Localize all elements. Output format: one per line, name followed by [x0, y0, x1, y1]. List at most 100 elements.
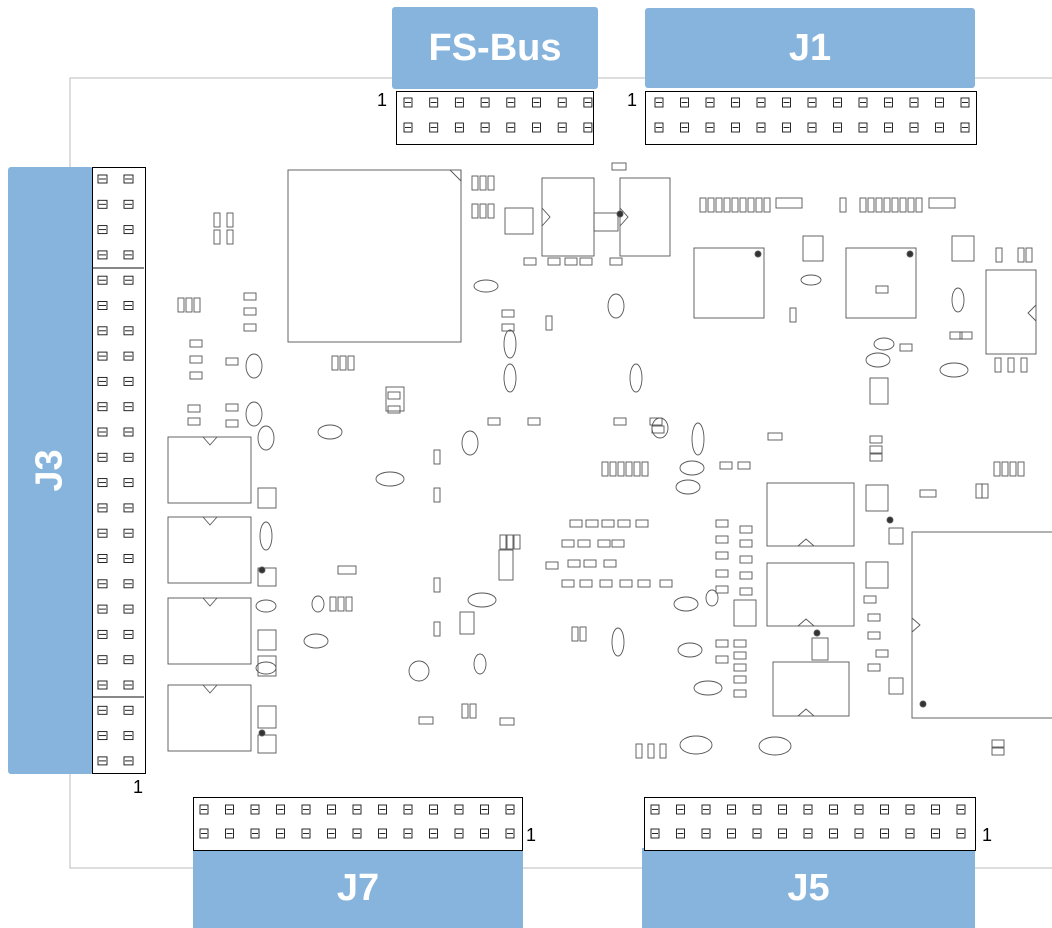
capacitor — [875, 197, 883, 213]
capacitor — [915, 197, 923, 213]
round-part — [675, 479, 701, 495]
capacitor — [739, 197, 747, 213]
smd-part — [611, 539, 625, 548]
smd-part — [243, 323, 257, 332]
j1-pin — [909, 122, 919, 133]
notch — [202, 516, 218, 526]
j7-pin — [199, 804, 209, 815]
smd-part — [867, 631, 881, 640]
smd-part — [635, 519, 649, 528]
smd-part — [225, 419, 239, 428]
j7-pin — [378, 828, 387, 839]
capacitor — [715, 197, 723, 213]
j5-pin — [752, 828, 762, 839]
smd-part — [603, 559, 617, 568]
capacitor — [433, 577, 441, 593]
components — [167, 162, 1052, 759]
j7-pin — [225, 804, 234, 815]
ic-outline — [985, 269, 1037, 355]
capacitor — [647, 743, 655, 759]
j3-pin — [123, 528, 134, 538]
smd-part — [715, 585, 729, 594]
capacitor — [461, 703, 469, 719]
smd-part — [564, 257, 578, 266]
j3-pin — [123, 376, 134, 386]
smd-part — [715, 569, 729, 578]
smd-part — [733, 675, 747, 684]
notch — [911, 617, 921, 633]
resistor — [499, 717, 515, 726]
module-outline — [167, 684, 252, 752]
j3-pin — [123, 503, 134, 513]
j7-pin — [301, 804, 311, 815]
j3-pin — [97, 402, 108, 412]
j7-pin — [454, 804, 464, 815]
capacitor — [193, 297, 201, 313]
smd-part — [189, 371, 203, 380]
ic-outline — [772, 661, 850, 717]
smd-part — [733, 639, 747, 648]
j3-pin — [97, 351, 108, 361]
smd-part — [715, 655, 729, 664]
round-part — [691, 422, 705, 456]
notch — [797, 618, 815, 627]
capacitor — [993, 461, 1001, 477]
capacitor — [891, 197, 899, 213]
j7-pin — [327, 828, 336, 839]
capacitor — [177, 297, 185, 313]
module-outline — [167, 597, 252, 665]
smd-part — [547, 257, 561, 266]
smd-part — [523, 257, 537, 266]
notch — [619, 207, 629, 227]
capacitor — [487, 203, 495, 219]
j5-pin — [803, 804, 813, 815]
smd-part — [225, 357, 239, 366]
capacitor — [337, 596, 345, 612]
smd-part — [619, 579, 633, 588]
smd-part — [719, 461, 733, 470]
j5-pin — [956, 828, 966, 839]
capacitor — [226, 212, 234, 228]
smd-part — [561, 579, 575, 588]
j7-pin — [480, 828, 489, 839]
small-ic — [593, 212, 619, 232]
capacitor — [601, 461, 609, 477]
module-outline — [167, 516, 252, 584]
j5-pin — [778, 828, 787, 839]
smd-part — [739, 555, 753, 564]
smd-part — [651, 425, 665, 434]
small-ic — [257, 734, 277, 754]
j7-pin — [250, 828, 260, 839]
j3-pin — [97, 225, 108, 235]
j7-pin — [352, 828, 362, 839]
capacitor — [185, 297, 193, 313]
j5-label: J5 — [787, 866, 830, 909]
j1-pin — [680, 122, 689, 133]
resistor — [337, 565, 357, 575]
round-part — [473, 653, 487, 675]
capacitor — [571, 626, 579, 642]
j1-pin — [705, 122, 715, 133]
resistor-array — [775, 197, 803, 209]
small-ic — [257, 629, 277, 651]
j1-pin1-label: 1 — [627, 90, 638, 110]
ic-outline — [766, 482, 855, 547]
j3-pin — [123, 756, 134, 766]
small-ic — [498, 549, 514, 581]
j3-pin — [123, 604, 134, 614]
round-part — [245, 353, 263, 379]
small-ic — [459, 611, 475, 635]
j5-pin — [727, 828, 736, 839]
j1-pin — [884, 122, 893, 133]
j5-pin — [854, 828, 864, 839]
pin1-dot — [754, 250, 762, 258]
capacitor — [981, 483, 989, 499]
fsbus-pin — [532, 122, 541, 133]
resistor — [418, 716, 434, 725]
j1-pin — [884, 97, 893, 108]
smd-part — [501, 309, 515, 318]
j3-pin — [97, 326, 108, 336]
resistor — [611, 162, 627, 171]
